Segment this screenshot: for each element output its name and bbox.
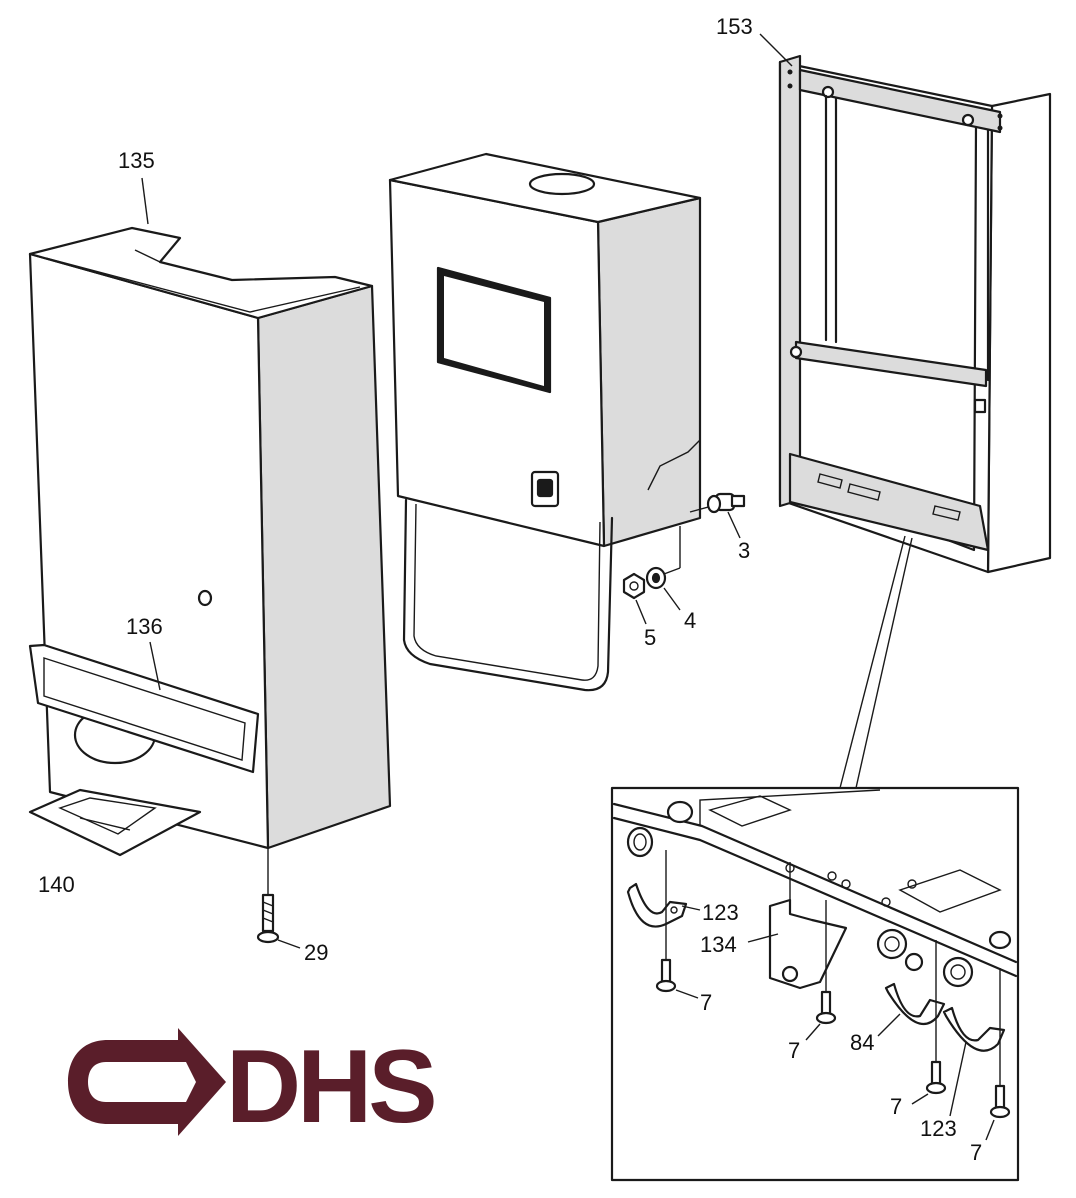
boiler-body [388,152,713,692]
label-4: 4 [684,608,696,633]
label-inset-123-b: 123 [920,1116,957,1141]
screw-29 [256,848,301,949]
inset-detail-box [610,786,1020,1182]
label-140: 140 [38,872,75,897]
label-inset-7-a: 7 [700,990,712,1015]
trim-strip-136 [28,643,260,774]
label-inset-123-a: 123 [702,900,739,925]
label-inset-7-b: 7 [788,1038,800,1063]
label-29: 29 [304,940,328,965]
logo-text: DHS [226,1029,434,1145]
fitting-3 [706,492,746,539]
label-inset-7-d: 7 [970,1140,982,1165]
label-inset-84: 84 [850,1030,874,1055]
label-3: 3 [738,538,750,563]
label-153: 153 [716,14,753,39]
arrow-right-icon [68,1028,226,1136]
dhs-logo: DHS [68,1028,438,1145]
label-5: 5 [644,625,656,650]
label-inset-134: 134 [700,932,737,957]
bottom-plate-140 [28,788,202,857]
label-136: 136 [126,614,163,639]
wall-frame-153 [759,33,1052,789]
nut-5 [622,572,647,625]
label-inset-7-c: 7 [890,1094,902,1119]
washer-4 [645,566,681,611]
label-135: 135 [118,148,155,173]
